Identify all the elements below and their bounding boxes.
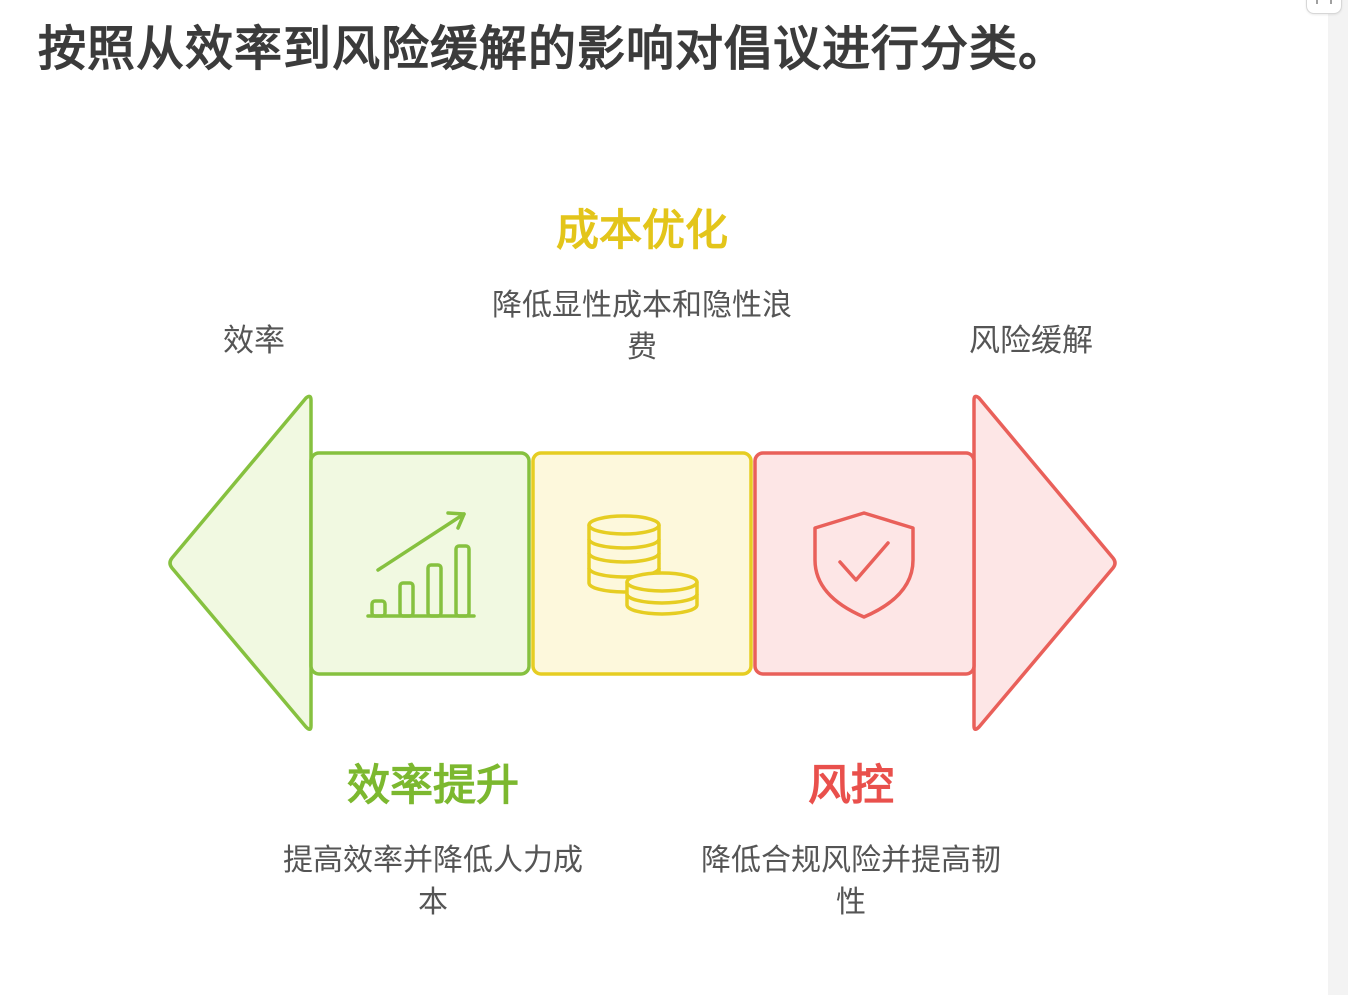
shield-check-icon: [813, 511, 915, 619]
segment-risk: [753, 451, 976, 676]
pole-label-left: 效率: [223, 323, 285, 359]
left-arrow-head: [168, 394, 313, 731]
page-title: 按照从效率到风险缓解的影响对倡议进行分类。: [38, 21, 1068, 77]
coins-icon: [587, 514, 699, 616]
segment-description-risk: 降低合规风险并提高韧性: [701, 843, 1001, 920]
expand-icon: [1316, 0, 1332, 4]
segment-title-cost: 成本优化: [556, 206, 728, 256]
expand-button[interactable]: [1306, 0, 1342, 14]
segment-efficiency: [309, 451, 531, 676]
segment-description-cost: 降低显性成本和隐性浪费: [492, 288, 792, 365]
segment-title-efficiency: 效率提升: [347, 761, 519, 811]
right-arrow-head: [972, 394, 1117, 731]
pole-label-right: 风险缓解: [969, 323, 1093, 359]
window-right-edge: [1328, 0, 1348, 995]
segment-description-efficiency: 提高效率并降低人力成本: [283, 843, 583, 920]
segment-title-risk: 风控: [808, 761, 894, 811]
growth-chart-icon: [366, 511, 476, 618]
